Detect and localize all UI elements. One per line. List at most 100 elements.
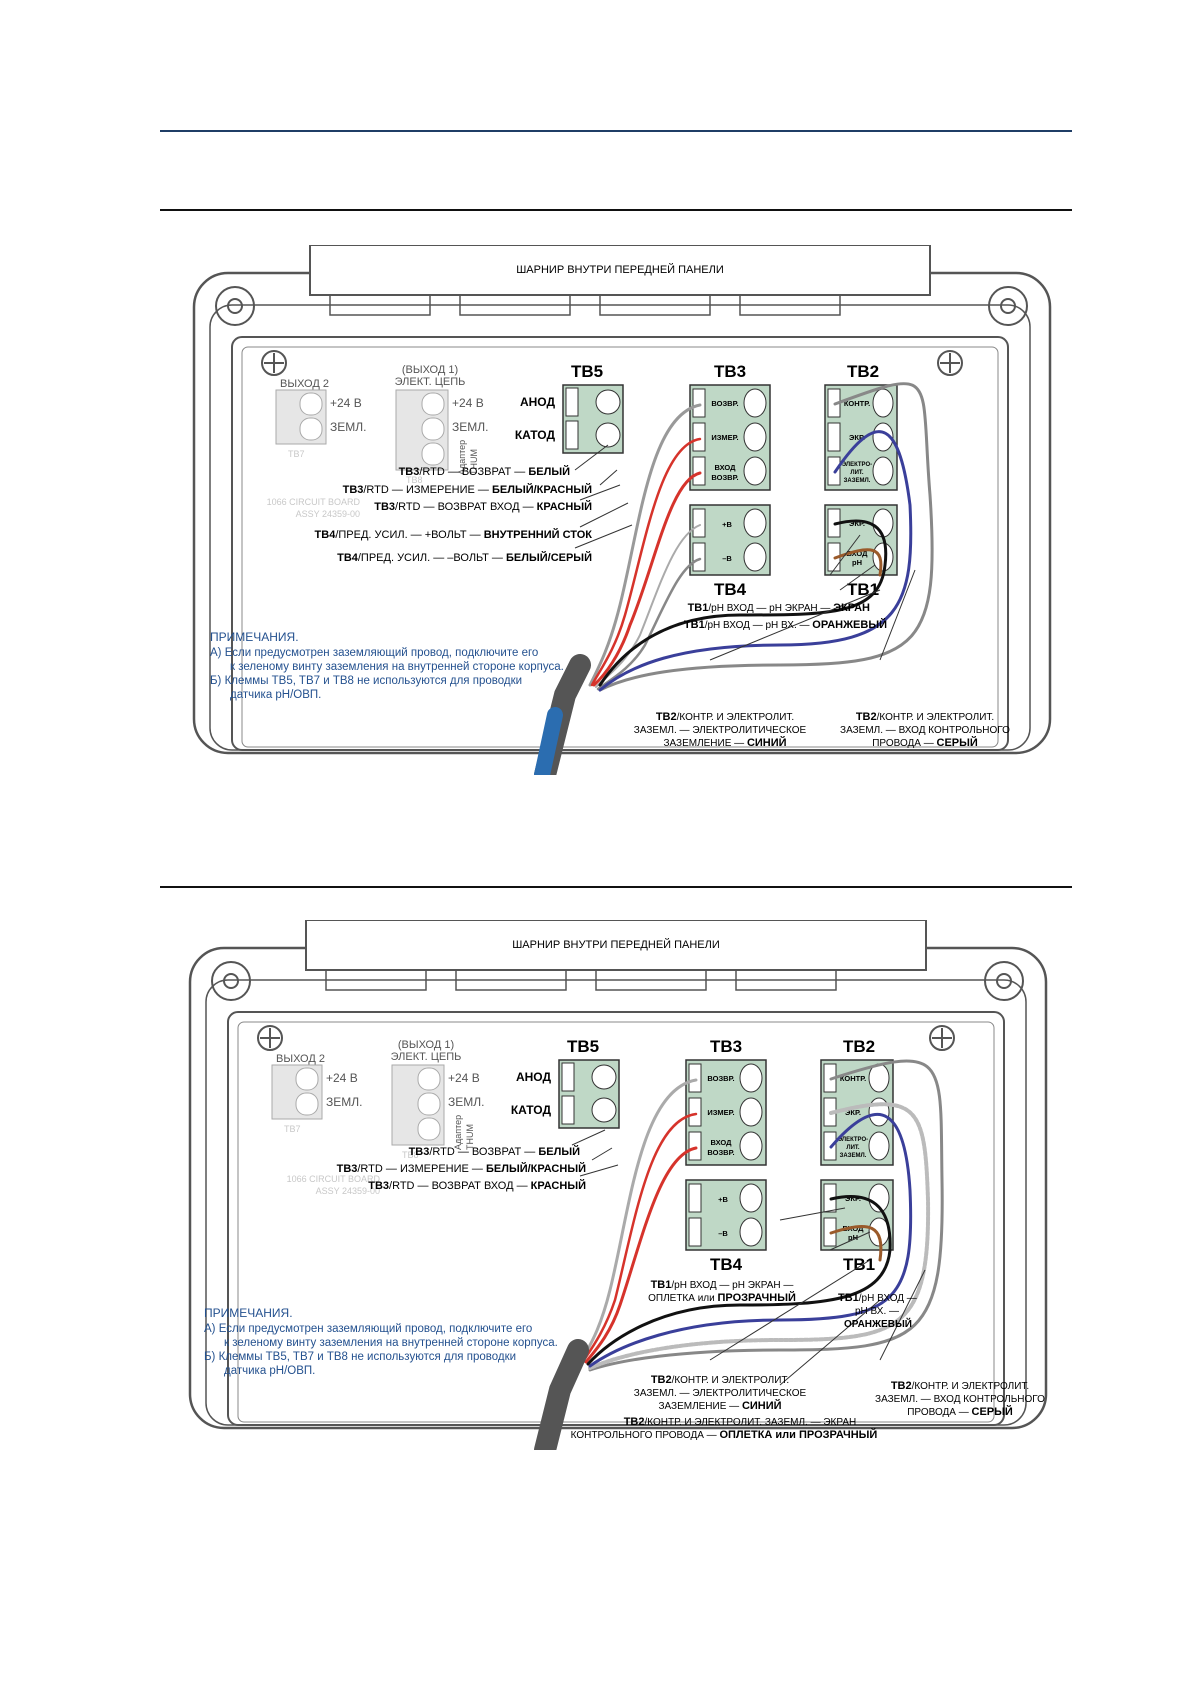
board-frame [231, 336, 1009, 751]
wire-label-tb2-el-2: ЗАЗЕМЛ. — ЭЛЕКТРОЛИТИЧЕСКОЕ [634, 725, 807, 736]
note-b-line-1: Б) Клеммы TB5, TB7 и TB8 не используются… [210, 675, 522, 687]
wire-label-tb1-in-1: TB1/pH ВХОД — [838, 1292, 917, 1304]
tb7-gnd-label: ЗЕМЛ. [330, 420, 366, 434]
wire-label-tb2-el-1: TB2/КОНТР. И ЭЛЕКТРОЛИТ. [656, 711, 794, 723]
notes-1: ПРИМЕЧАНИЯ. А) Если предусмотрен заземля… [210, 630, 564, 701]
tb2-el-label-1: ЭЛЕКТРО- [842, 462, 872, 468]
wiring-diagram-1-svg: ШАРНИР ВНУТРИ ПЕРЕДНЕЙ ПАНЕЛИ ВЫХОД 2 +2… [192, 244, 1052, 786]
tb2-scr-label: ЭКР. [845, 1108, 861, 1117]
wire-white-red-meas [582, 1112, 698, 1362]
tb2-el-label-3: ЗАЗЕМЛ. [840, 1153, 867, 1159]
thum-label: THUM [469, 449, 479, 475]
wire-gray-ref [588, 1059, 944, 1372]
screw-right-core [996, 973, 1012, 989]
tb2-ref-label: КОНТР. [844, 399, 870, 408]
tb3-return-label: ВОЗВР. [707, 1074, 734, 1083]
wire-label-tb2-ref-2: ЗАЗЕМЛ. — ВХОД КОНТРОЛЬНОГО [875, 1394, 1045, 1405]
tb3-block: TB3 ВОЗВР. ИЗМЕР. ВХОД ВОЗВР. [685, 1037, 767, 1166]
wire-white-gray [596, 557, 702, 691]
note-b-line-2: датчика pH/ОВП. [224, 1365, 315, 1377]
leader-lines [574, 444, 916, 661]
leader-lines [571, 1129, 926, 1386]
ground-screw-left-icon [257, 1025, 283, 1051]
wire-label-tb2-refshield-1: TB2/КОНТР. И ЭЛЕКТРОЛИТ. ЗАЗЕМЛ. — ЭКРАН [624, 1416, 857, 1428]
tb8-label: TB8 [402, 1150, 419, 1160]
wire-label-tb2-refshield-2: КОНТРОЛЬНОГО ПРОВОДА — ОПЛЕТКА или ПРОЗР… [571, 1428, 878, 1441]
wire-label-tb2-ref-1: TB2/КОНТР. И ЭЛЕКТРОЛИТ. [891, 1380, 1029, 1392]
tb4-minus-label: –В [722, 554, 732, 563]
hinge-screws [215, 286, 1028, 326]
wire-blue-electrolyte [588, 1113, 913, 1368]
tb1-scr-label: ЭКР. [849, 519, 865, 528]
wire-label-tb4-plus: TB4/ПРЕД. УСИЛ. — +ВОЛЬТ — ВНУТРЕННИЙ СТ… [315, 528, 593, 541]
wiring-diagram-1: ШАРНИР ВНУТРИ ПЕРЕДНЕЙ ПАНЕЛИ ВЫХОД 2 +2… [180, 244, 1060, 786]
wire-gray-ref [598, 382, 934, 692]
wire-label-tb2-ref-3: ПРОВОДА — СЕРЫЙ [872, 736, 978, 749]
tb3-inret-label-2: ВОЗВР. [711, 473, 738, 482]
tb8-block: (ВЫХОД 1) ЭЛЕКТ. ЦЕПЬ +24 В ЗЕМЛ. TB8 Ад… [391, 1039, 485, 1160]
hinge-label: ШАРНИР ВНУТРИ ПЕРЕДНЕЙ ПАНЕЛИ [516, 263, 724, 276]
tb4-title: TB4 [714, 580, 747, 599]
tb4-plus-label: +В [718, 1195, 728, 1204]
wiring-diagram-2-svg: ШАРНИР ВНУТРИ ПЕРЕДНЕЙ ПАНЕЛИ ВЫХОД 2 +2… [188, 919, 1048, 1461]
tb5-title: TB5 [571, 362, 603, 381]
tb2-title: TB2 [847, 362, 879, 381]
wire-label-tb1-shield-2: ОПЛЕТКА или ПРОЗРАЧНЫЙ [648, 1291, 796, 1304]
tb7-plus24-label: +24 В [326, 1071, 358, 1085]
tb1-title: TB1 [847, 580, 879, 599]
tb7-label: TB7 [288, 449, 305, 459]
tb4-plus-label: +В [722, 520, 732, 529]
wire-white-return [588, 403, 702, 687]
wires [534, 1059, 944, 1461]
wire-label-tb3-meas: TB3/RTD — ИЗМЕРЕНИЕ — БЕЛЫЙ/КРАСНЫЙ [343, 483, 592, 496]
out2-label: ВЫХОД 2 [276, 1053, 325, 1065]
tb1-scr-label: ЭКР. [845, 1194, 861, 1203]
wire-orange-ph [829, 1224, 883, 1262]
tb1-in-label-2: pH [852, 558, 862, 567]
tb1-in-label-1: ВХОД [846, 549, 868, 558]
screw-left-core [223, 973, 239, 989]
screw-right [984, 961, 1024, 1001]
notes-2: ПРИМЕЧАНИЯ. А) Если предусмотрен заземля… [204, 1306, 558, 1377]
notes-title: ПРИМЕЧАНИЯ. [204, 1306, 293, 1320]
wire-label-tb3-inret: TB3/RTD — ВОЗВРАТ ВХОД — КРАСНЫЙ [374, 500, 592, 513]
board [241, 346, 999, 748]
wire-label-tb1-in: TB1/pH ВХОД — pH ВХ. — ОРАНЖЕВЫЙ [684, 618, 887, 631]
note-a-line-2: к зеленому винту заземления на внутренне… [230, 661, 564, 673]
tb8-label: TB8 [406, 475, 423, 485]
screw-left [215, 286, 255, 326]
wire-black-shield [586, 1195, 892, 1366]
tb7-plus24-label: +24 В [330, 396, 362, 410]
out1-label: (ВЫХОД 1) [398, 1039, 454, 1051]
note-a-line-2: к зеленому винту заземления на внутренне… [224, 1337, 558, 1349]
board-label-2: ASSY 24359-00 [316, 1186, 380, 1196]
wire-braid-ref-shield [588, 1102, 931, 1370]
out1b-label: ЭЛЕКТ. ЦЕПЬ [391, 1051, 462, 1063]
wire-black-shield [598, 519, 888, 687]
tb8-gnd-label: ЗЕМЛ. [452, 420, 488, 434]
tb2-el-label-2: ЛИТ. [850, 470, 864, 476]
wiring-diagram-2: ШАРНИР ВНУТРИ ПЕРЕДНЕЙ ПАНЕЛИ ВЫХОД 2 +2… [180, 919, 1060, 1461]
note-a-line-1: А) Если предусмотрен заземляющий провод,… [210, 647, 538, 659]
wire-label-tb1-in-3: ОРАНЖЕВЫЙ [844, 1317, 912, 1330]
tb7-block: ВЫХОД 2 +24 В ЗЕМЛ. TB7 [275, 378, 366, 459]
cathode-label: КАТОД [515, 428, 556, 442]
tb2-el-label-1: ЭЛЕКТРО- [838, 1137, 868, 1143]
hinge-bar [305, 919, 927, 971]
cable-blue [534, 707, 563, 783]
tb4-title: TB4 [710, 1255, 743, 1274]
screw-left [211, 961, 251, 1001]
tb2-title: TB2 [843, 1037, 875, 1056]
tb7-gnd-label: ЗЕМЛ. [326, 1095, 362, 1109]
tb3-title: TB3 [714, 362, 746, 381]
tb8-block: (ВЫХОД 1) ЭЛЕКТ. ЦЕПЬ +24 В ЗЕМЛ. TB8 Ад… [395, 364, 489, 485]
tb3-inret-label-2: ВОЗВР. [707, 1148, 734, 1157]
wire-white-return [580, 1078, 698, 1362]
tb2-scr-label: ЭКР. [849, 433, 865, 442]
tb3-meas-label: ИЗМЕР. [707, 1108, 734, 1117]
anode-label: АНОД [516, 1070, 552, 1084]
cable-sleeve [534, 1339, 589, 1461]
wire-label-tb1-shield: TB1/pH ВХОД — pH ЭКРАН — ЭКРАН [688, 602, 870, 614]
screw-right-core [1000, 298, 1016, 314]
wire-red-inret [592, 471, 702, 687]
